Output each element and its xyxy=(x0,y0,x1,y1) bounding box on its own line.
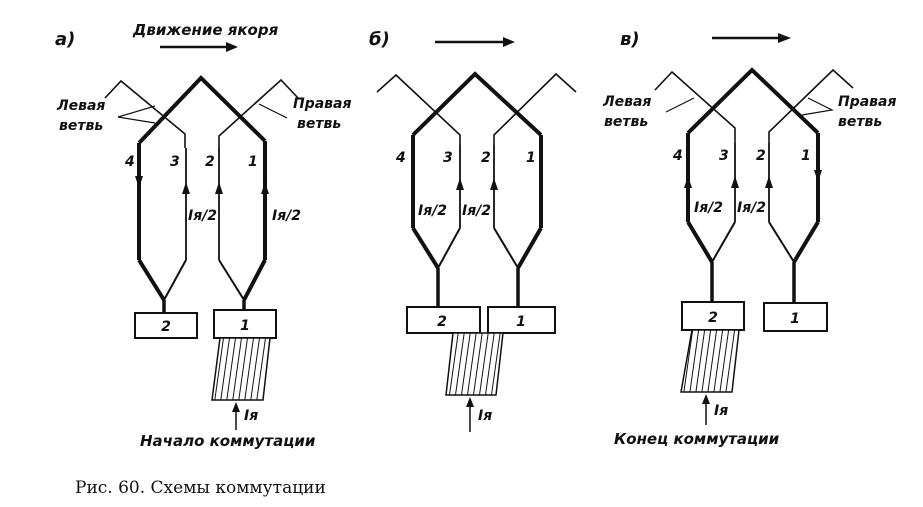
left-branch-label: Левая xyxy=(56,98,105,114)
current-half-label: Iя/2 xyxy=(737,200,766,216)
current-half-label: Iя/2 xyxy=(462,203,491,219)
panel-v-letter: в) xyxy=(620,29,640,50)
left-branch-label-2: ветвь xyxy=(604,114,648,130)
brush-current-arrow xyxy=(702,394,710,425)
motion-arrow xyxy=(160,42,238,52)
current-half-label: Iя/2 xyxy=(272,208,301,224)
conductor-1: 1 xyxy=(801,148,811,164)
conductor-3: 3 xyxy=(443,150,453,166)
arrow-up-icon xyxy=(684,176,692,188)
segment-1-label: 1 xyxy=(790,311,800,327)
current-half-label: Iя/2 xyxy=(188,208,217,224)
arrow-down-icon xyxy=(135,176,143,188)
segment-2-label: 2 xyxy=(161,319,171,335)
motion-arrow xyxy=(435,37,515,47)
winding xyxy=(376,71,577,307)
brush-current-arrow xyxy=(232,402,240,430)
arrow-up-icon xyxy=(765,176,773,188)
motion-label: Движение якоря xyxy=(132,21,279,39)
arrow-up-icon xyxy=(215,182,223,194)
current-half-label: Iя/2 xyxy=(418,203,447,219)
conductor-3: 3 xyxy=(719,148,729,164)
arrow-down-icon xyxy=(814,170,822,182)
arrow-up-icon xyxy=(182,182,190,194)
left-branch-label: Левая xyxy=(602,94,651,110)
brush xyxy=(445,332,504,396)
conductor-1: 1 xyxy=(526,150,536,166)
segment-1-label: 1 xyxy=(516,314,526,330)
left-branch-label-2: ветвь xyxy=(59,118,103,134)
segment-2-label: 2 xyxy=(708,310,718,326)
segment-2 xyxy=(134,312,198,339)
commutation-end-label: Конец коммутации xyxy=(614,430,780,448)
arrow-up-icon xyxy=(490,178,498,190)
motion-arrow xyxy=(712,33,791,43)
segment-1 xyxy=(763,302,828,332)
winding xyxy=(654,67,854,303)
segment-1-label: 1 xyxy=(240,318,250,334)
conductor-4: 4 xyxy=(395,150,406,166)
brush-current-label: Iя xyxy=(244,408,258,424)
segment-2-label: 2 xyxy=(437,314,447,330)
conductor-4: 4 xyxy=(672,148,683,164)
right-branch-label-2: ветвь xyxy=(297,116,341,132)
current-arrows xyxy=(684,170,822,188)
segment-2 xyxy=(406,306,481,334)
right-branch-label: Правая xyxy=(838,94,896,110)
conductor-2: 2 xyxy=(756,148,766,164)
panel-a: а) Движение якоря xyxy=(55,21,351,450)
figure-caption: Рис. 60. Схемы коммутации xyxy=(75,478,326,498)
conductor-1: 1 xyxy=(248,154,258,170)
right-branch-label-2: ветвь xyxy=(838,114,882,130)
panel-b-letter: б) xyxy=(369,29,390,50)
current-arrows xyxy=(456,178,498,190)
current-arrows xyxy=(135,176,269,194)
panel-v: в) Левая ветвь Пр xyxy=(602,29,896,448)
brush-current-arrow xyxy=(466,397,474,432)
segment-1 xyxy=(487,306,556,334)
conductor-4: 4 xyxy=(124,154,135,170)
panel-a-letter: а) xyxy=(55,29,75,50)
segment-1 xyxy=(213,309,277,339)
arrow-up-icon xyxy=(261,182,269,194)
arrow-up-icon xyxy=(731,176,739,188)
winding xyxy=(104,75,300,313)
current-half-label: Iя/2 xyxy=(694,200,723,216)
brush xyxy=(680,329,740,393)
brush-current-label: Iя xyxy=(478,408,492,424)
commutation-start-label: Начало коммутации xyxy=(140,432,316,450)
panel-b: б) 4 3 2 1 Iя/2 Iя/2 xyxy=(369,29,577,432)
brush-current-label: Iя xyxy=(714,403,728,419)
conductor-3: 3 xyxy=(170,154,180,170)
brush xyxy=(211,337,271,401)
conductor-2: 2 xyxy=(481,150,491,166)
arrow-up-icon xyxy=(456,178,464,190)
right-branch-label: Правая xyxy=(293,96,351,112)
conductor-2: 2 xyxy=(205,154,215,170)
